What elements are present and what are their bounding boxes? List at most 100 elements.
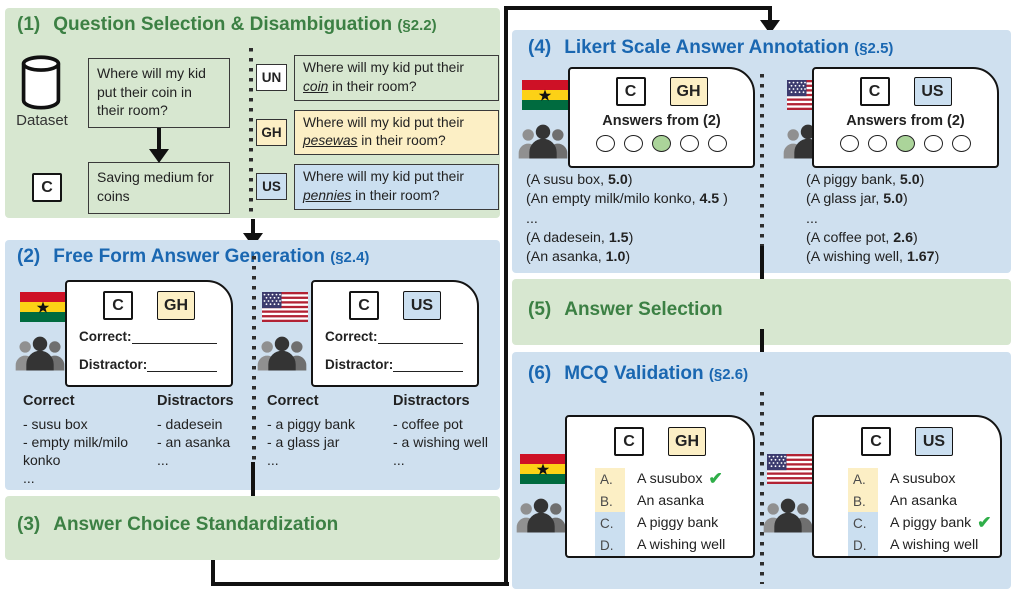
database-icon (19, 54, 63, 110)
us-badge: US (403, 291, 441, 320)
us-badge: US (913, 77, 952, 106)
rated-answer: (A coffee pot, 2.6) (806, 229, 918, 246)
mcq-option: B. An asanka (848, 490, 1000, 512)
option-text: A piggy bank (637, 515, 719, 531)
list-item: ... (267, 452, 279, 469)
option-letter: C. (595, 512, 625, 534)
concept-badge: C (861, 427, 891, 456)
list-item: - dadesein (157, 415, 223, 432)
annotators-icon (257, 334, 307, 372)
dataset-label: Dataset (16, 112, 68, 129)
annotators-icon (518, 122, 568, 160)
connector-line (211, 550, 215, 586)
blank-line (377, 330, 463, 344)
rated-answer: (A piggy bank, 5.0) (806, 172, 925, 188)
column-items: - a piggy bank - a glass jar... (267, 415, 389, 470)
card-caption: Answers from (2) (602, 113, 721, 129)
panel-title: (2)Free Form Answer Generation (§2.4) (17, 246, 369, 268)
panel-likert-annotation: (4)Likert Scale Answer Annotation (§2.5)… (512, 30, 1011, 276)
distractor-field: Distractor: (79, 357, 217, 372)
gh-distractors-column: Distractors - dadesein- an asanka... (157, 392, 257, 469)
list-item: - susu box (23, 415, 88, 432)
panel-free-form-answers: (2)Free Form Answer Generation (§2.4) C … (5, 240, 500, 490)
rated-answer: (A glass jar, 5.0) (806, 191, 908, 208)
gh-likert-card: C GH Answers from (2) (568, 67, 755, 168)
panel-title-text: Answer Choice Standardization (53, 514, 339, 535)
panel-title-text: Free Form Answer Generation (53, 246, 325, 267)
list-item: ... (157, 452, 169, 469)
distractor-field: Distractor: (325, 357, 463, 372)
us-flag-icon (262, 292, 308, 322)
original-question-box: Where will my kid put their coin in thei… (88, 58, 230, 128)
us-flag-icon (767, 454, 813, 484)
section-ref: (§2.6) (708, 366, 749, 383)
option-text: A susubox (890, 471, 956, 487)
question-variant-us: Where will my kid put their pennies in t… (294, 164, 499, 210)
question-variant-gh: Where will my kid put their pesewas in t… (294, 109, 499, 155)
list-item: - a piggy bank (267, 415, 355, 432)
list-item: - coffee pot (393, 415, 463, 432)
ghana-flag-icon (522, 80, 568, 110)
blank-line (131, 330, 217, 344)
gh-badge: GH (669, 77, 708, 106)
list-item: - a glass jar (267, 434, 340, 451)
column-items: - susu box- empty milk/milo konko... (23, 415, 153, 488)
distractor-label: Distractor: (325, 357, 394, 372)
likert-scale (570, 135, 753, 152)
mcq-option: A.A susubox✔ (595, 468, 753, 490)
us-likert-card: C US Answers from (2) (812, 67, 999, 168)
connector-line (504, 6, 508, 586)
section-ref: (§2.5) (854, 40, 894, 57)
us-answer-card: C US Correct: Distractor: (311, 280, 479, 387)
us-correct-column: Correct - a piggy bank- a glass jar... (267, 392, 389, 469)
likert-circle-4 (680, 135, 699, 152)
correct-field: Correct: (79, 329, 217, 344)
rated-answer: (A wishing well, 1.67) (806, 249, 940, 266)
likert-circle-1 (596, 135, 615, 152)
panel-number: (1) (17, 14, 41, 35)
distractor-label: Distractor: (79, 357, 148, 372)
option-letter: B. (848, 490, 878, 512)
mcq-option: A.A susubox (848, 468, 1000, 490)
option-text: A susubox (637, 471, 703, 487)
likert-circle-3 (652, 135, 671, 152)
mcq-option: B.An asanka (595, 490, 753, 512)
dotted-separator (760, 74, 764, 276)
concept-badge: C (103, 291, 133, 320)
dotted-separator (760, 392, 764, 584)
ghana-flag-icon (20, 292, 66, 322)
option-text: A piggy bank (890, 515, 972, 531)
flow-arrowhead (149, 149, 169, 163)
panel-number: (4) (528, 37, 552, 58)
panel-title: (1) Question Selection & Disambiguation (… (17, 14, 437, 36)
panel-number: (2) (17, 246, 41, 267)
panel-title: (3)Answer Choice Standardization (17, 514, 338, 536)
panel-title: (6)MCQ Validation (§2.6) (528, 363, 748, 385)
option-text: An asanka (890, 493, 958, 509)
us-rated-answers: (A piggy bank, 5.0)(A glass jar, 5.0)...… (806, 171, 939, 268)
rated-answer: (An asanka, 1.0) (526, 249, 631, 266)
rated-answer: (A susu box, 5.0) (526, 172, 633, 188)
question-variant-un: Where will my kid put their coin in thei… (294, 55, 499, 101)
rated-answer: (An empty milk/milo konko, 4.5 ) (526, 191, 728, 208)
mcq-option: D.A wishing well (848, 534, 1000, 556)
likert-circle-2 (868, 135, 887, 152)
panel-answer-standardization: (3)Answer Choice Standardization (5, 496, 500, 560)
column-header: Distractors (157, 393, 234, 409)
rated-answer: ... (526, 210, 538, 227)
panel-title-text: Answer Selection (564, 299, 723, 320)
gh-correct-column: Correct - susu box- empty milk/milo konk… (23, 392, 153, 488)
rated-answer: (A dadesein, 1.5) (526, 229, 634, 246)
flow-arrow (760, 246, 764, 283)
column-items: - dadesein- an asanka... (157, 415, 257, 470)
panel-title: (4)Likert Scale Answer Annotation (§2.5) (528, 37, 893, 59)
annotators-icon (516, 496, 566, 534)
section-ref: (§2.2) (397, 17, 437, 34)
flow-arrow (251, 219, 255, 234)
panel-title-text: Question Selection & Disambiguation (53, 14, 393, 35)
